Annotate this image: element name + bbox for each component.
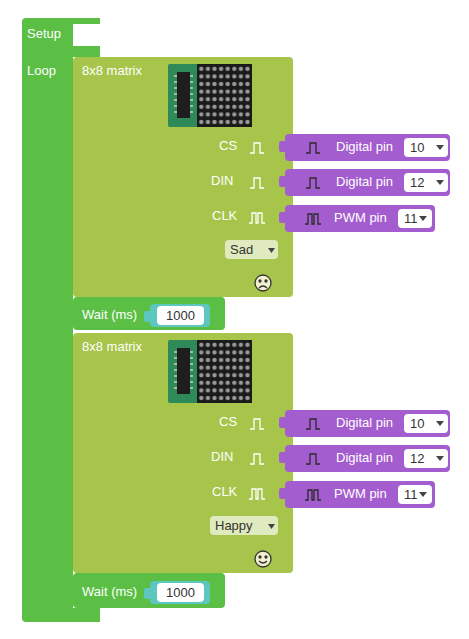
value-field: 11 [398, 485, 432, 504]
value-field: 10 [404, 138, 448, 157]
dropdown-label: Happy [215, 518, 253, 534]
puzzle-tab [279, 488, 286, 499]
matrix-illustration [168, 340, 252, 403]
puzzle-tab [279, 176, 286, 187]
block-label: PWM pin [334, 210, 387, 226]
block-label: Wait (ms) [82, 307, 137, 323]
pin-block: Digital pin 12 [285, 169, 450, 196]
value-field: 1000 [157, 306, 204, 325]
puzzle-tab [279, 417, 286, 428]
signal-symbols [249, 143, 265, 499]
block-label: DIN [211, 173, 233, 189]
matrix-illustration [168, 64, 252, 127]
value-field: 12 [404, 449, 448, 468]
puzzle-tab [144, 311, 151, 322]
puzzle-tab [279, 212, 286, 223]
block-label: CLK [212, 484, 237, 500]
value-field: 12 [404, 173, 448, 192]
loop-block: SetupLoop8x8 matrixCSDINCLKDigital pin10… [22, 18, 104, 623]
pin-block: Digital pin 10 [285, 410, 450, 437]
pin-block: Digital pin 12 [285, 445, 450, 472]
dropdown-label: Sad [230, 242, 253, 258]
block-label: 8x8 matrix [82, 339, 142, 355]
wait-block: Wait (ms) 1000 [73, 297, 225, 330]
block-label: DIN [211, 449, 233, 465]
block-label: PWM pin [334, 486, 387, 502]
puzzle-tab [144, 588, 151, 599]
pin-block: Digital pin 10 [285, 134, 450, 161]
number-block: 1000 [150, 581, 210, 604]
block-label: Wait (ms) [82, 584, 137, 600]
dropdown-arrows [268, 145, 444, 529]
pin-block: PWM pin 11 [285, 481, 435, 508]
block-label: CS [219, 414, 237, 430]
matrix-block: 8x8 matrixCSDINCLKDigital pin10Digital p… [73, 333, 293, 573]
signal-symbols [305, 143, 321, 500]
block-label: CLK [212, 208, 237, 224]
value-field: 11 [398, 209, 432, 228]
sad-face-icon [255, 275, 271, 291]
puzzle-tab [279, 452, 286, 463]
matrix-block: 8x8 matrixCSDINCLKDigital pin10Digital p… [73, 57, 293, 297]
value-field: 10 [404, 414, 448, 433]
number-block: 1000 [150, 304, 210, 327]
pin-block: PWM pin 11 [285, 205, 435, 232]
block-label: Digital pin [336, 415, 393, 431]
block-label: Loop [27, 63, 56, 79]
block-label: Setup [27, 26, 61, 42]
dropdown: Happy [210, 516, 278, 535]
happy-face-icon [255, 551, 271, 567]
wait-block: Wait (ms) 1000 [73, 573, 225, 608]
puzzle-tab [279, 141, 286, 152]
block-label: CS [219, 138, 237, 154]
dropdown: Sad [225, 240, 278, 259]
value-field: 1000 [157, 583, 204, 602]
block-label: Digital pin [336, 174, 393, 190]
block-label: Digital pin [336, 450, 393, 466]
block-label: 8x8 matrix [82, 63, 142, 79]
block-label: Digital pin [336, 139, 393, 155]
